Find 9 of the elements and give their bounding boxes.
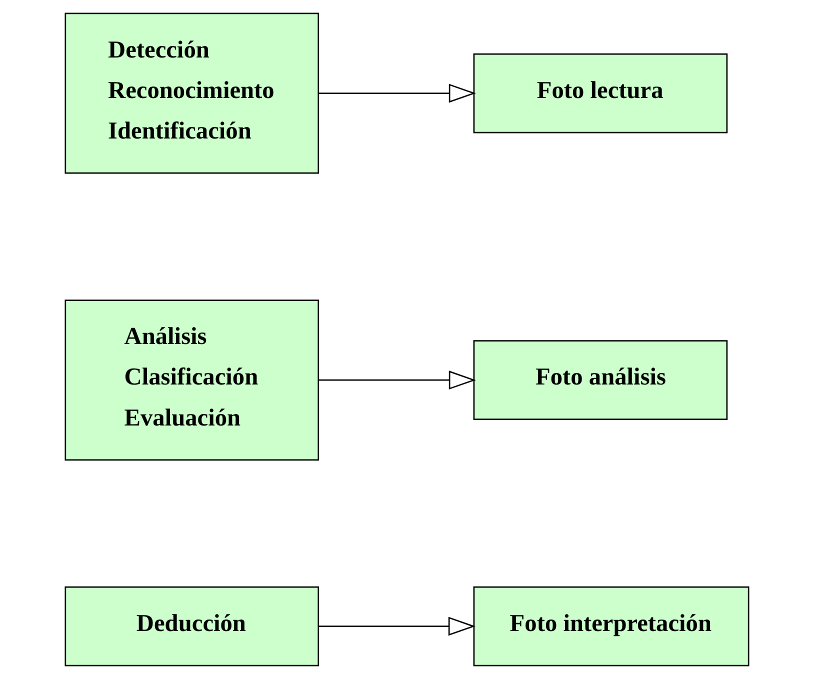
node-box: Análisis Clasificación Evaluación [64, 300, 320, 461]
node-box: Detección Reconocimiento Identificación [64, 12, 320, 174]
arrow [318, 616, 476, 636]
node-box: Foto análisis [473, 340, 728, 420]
node-box: Foto lectura [473, 53, 728, 134]
node-box: Foto interpretación [473, 586, 750, 666]
arrow [318, 370, 476, 390]
arrow [318, 84, 476, 103]
node-box: Deducción [64, 586, 320, 666]
